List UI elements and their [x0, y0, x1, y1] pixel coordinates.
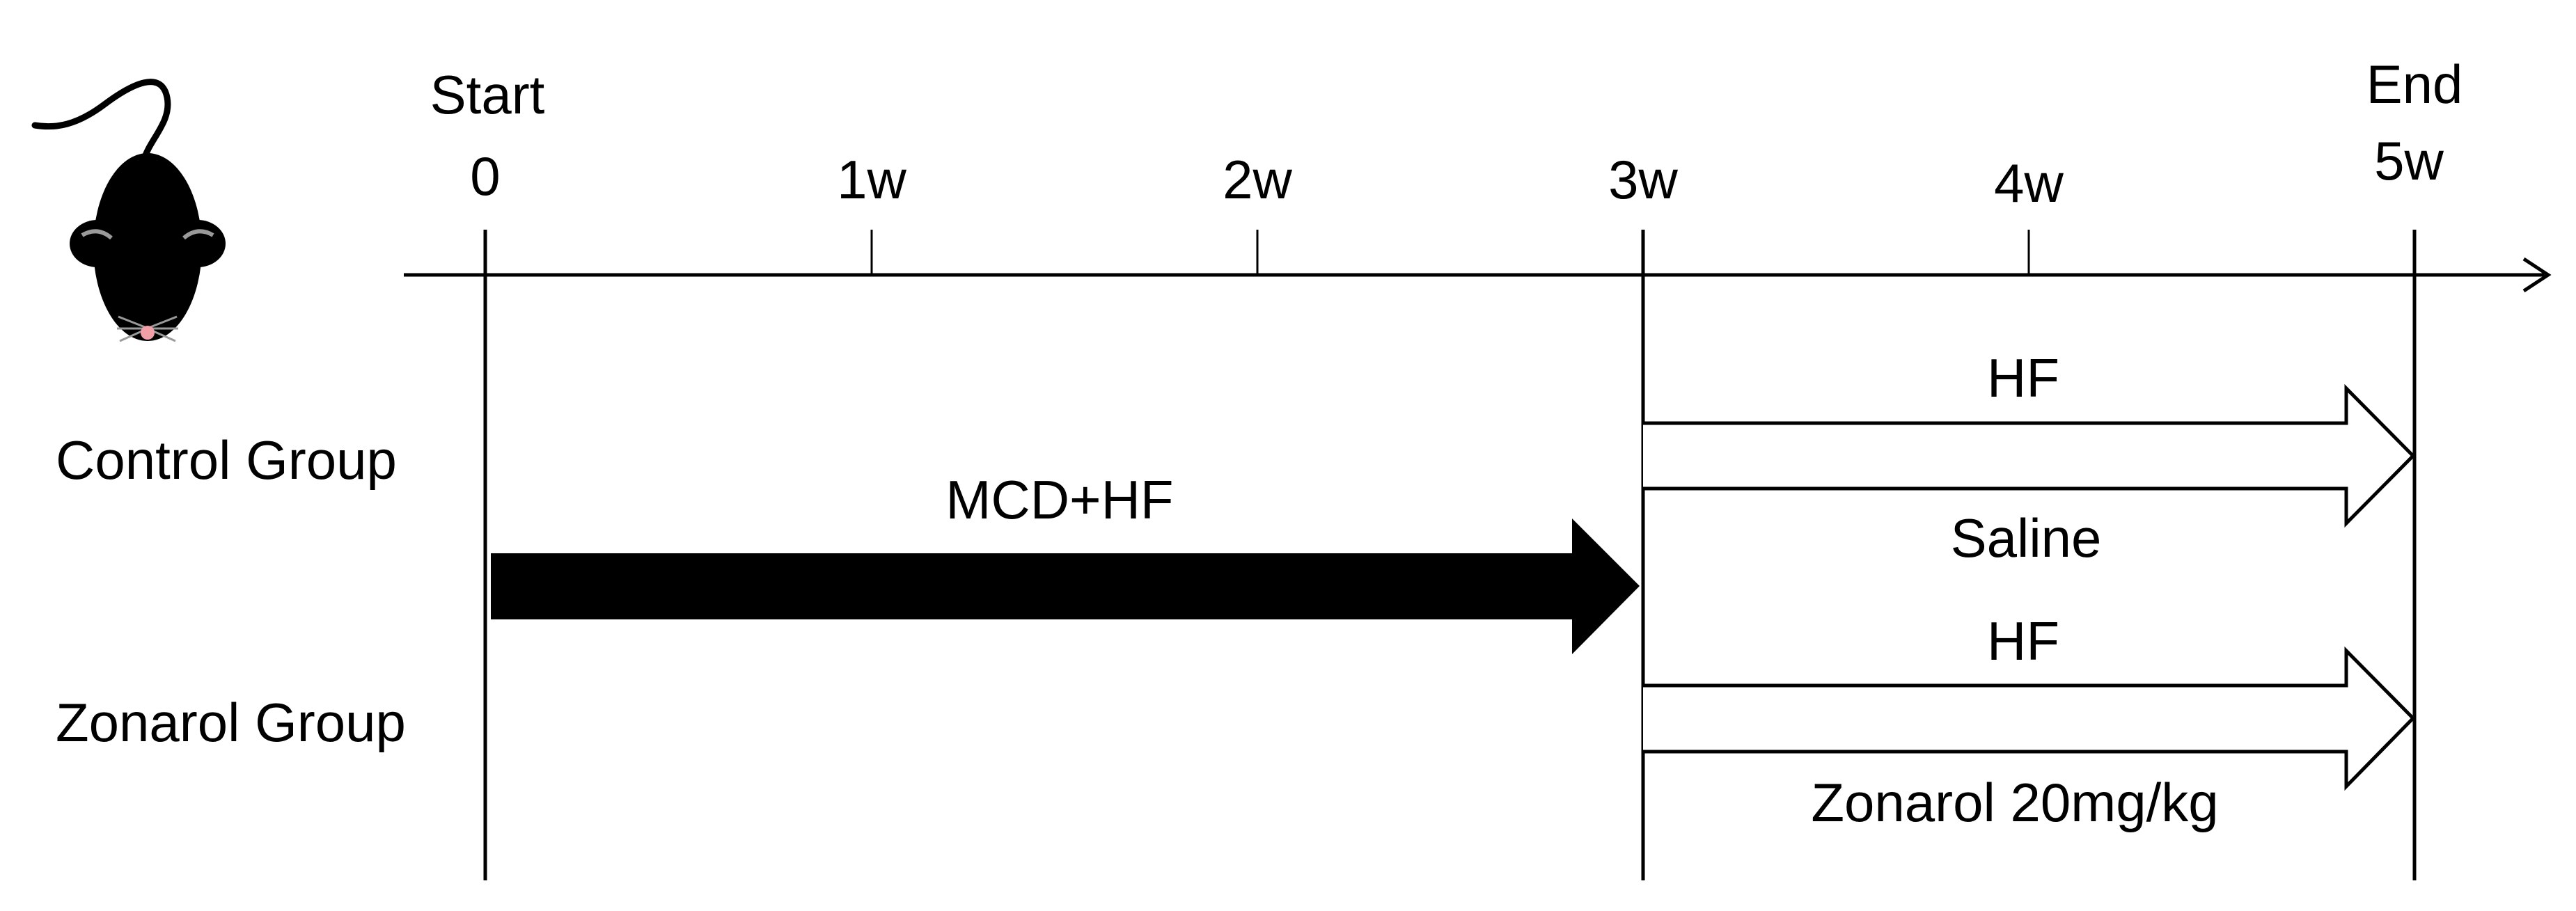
- tick-label-5w: 5w: [2374, 130, 2444, 191]
- tick-label-1w: 1w: [837, 149, 906, 210]
- control-phase2-top-label: HF: [1987, 347, 2059, 409]
- zonarol-phase2-arrow: [1643, 646, 2416, 791]
- control-phase2-bottom-label: Saline: [1951, 507, 2102, 569]
- end-label: End: [2366, 54, 2463, 115]
- tick-label-4w: 4w: [1994, 152, 2064, 214]
- group-label-control: Control Group: [56, 429, 397, 491]
- tick-label-2w: 2w: [1223, 149, 1292, 210]
- zonarol-phase2-top-label: HF: [1987, 610, 2059, 672]
- timeline-axis: [404, 257, 2552, 293]
- tick-label-0: 0: [470, 145, 500, 207]
- mouse-icon: [31, 79, 226, 342]
- group-label-zonarol: Zonarol Group: [56, 692, 406, 753]
- tick-label-3w: 3w: [1608, 149, 1678, 210]
- zonarol-phase2-bottom-label: Zonarol 20mg/kg: [1811, 772, 2218, 833]
- phase1-label: MCD+HF: [945, 469, 1173, 530]
- start-label: Start: [430, 64, 545, 125]
- control-phase2-arrow: [1643, 383, 2416, 528]
- phase1-arrow: [491, 518, 1640, 654]
